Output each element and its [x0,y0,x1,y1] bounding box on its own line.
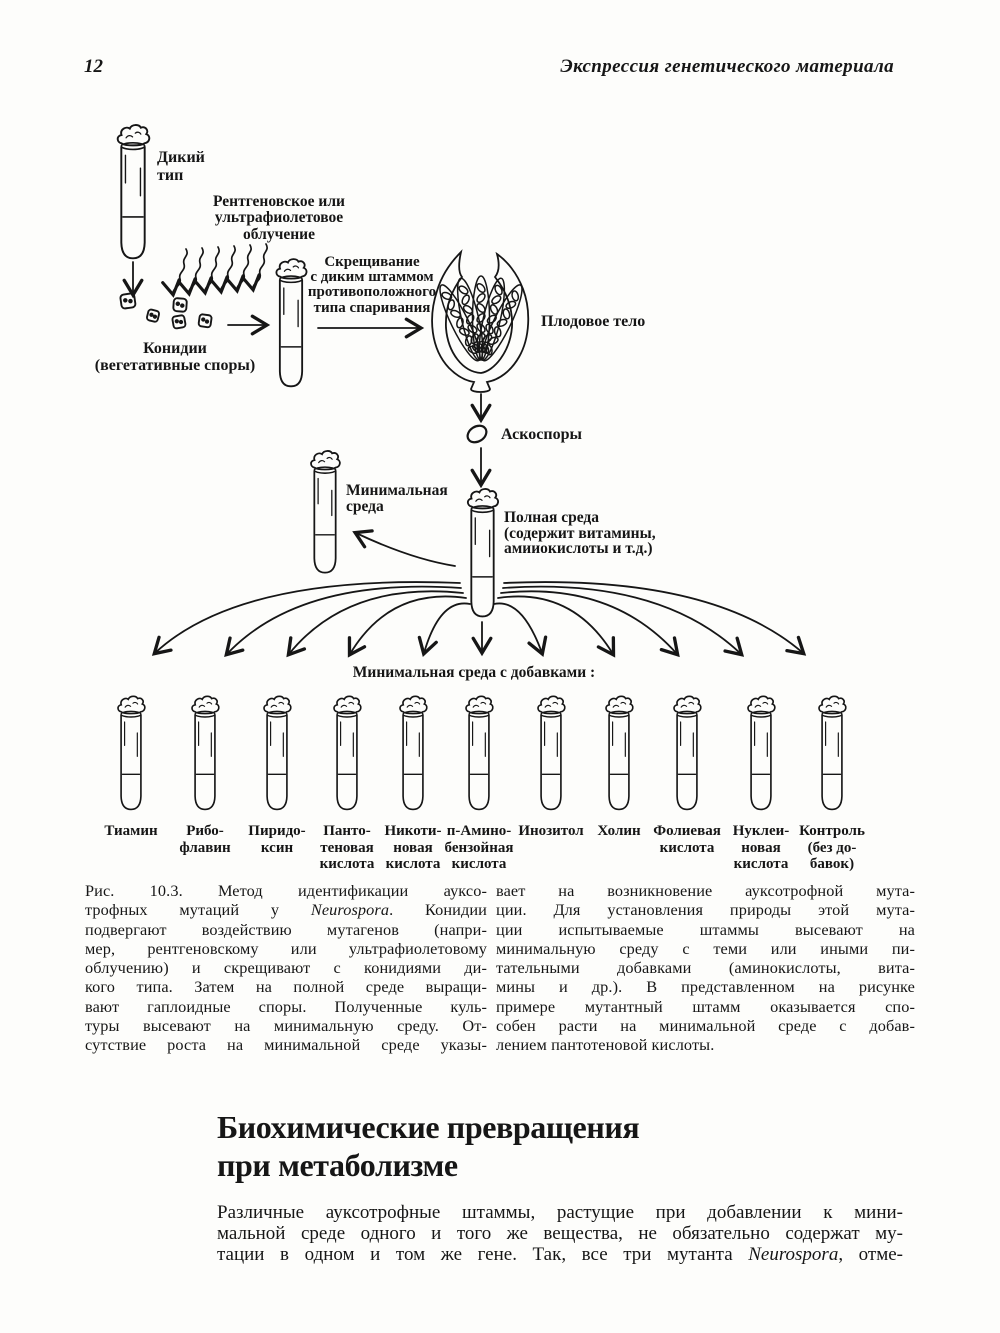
text-line: вает на возникновение ауксотрофной мута- [496,881,915,900]
complete-medium-tube [466,488,500,618]
fan-arrows [151,581,807,658]
label-irradiation: Рентгеновское или ультрафиолетовое облуч… [213,193,345,243]
minimal-medium-tube [310,450,341,574]
tube-label: п-Амино- бензойная кислота [444,823,514,872]
page-number: 12 [84,56,103,77]
tube-label: Нуклеи- новая кислота [732,823,790,872]
body-paragraph: Различные ауксотрофные штаммы, растущие … [217,1202,903,1265]
text-line: кого типа. Затем на полной среде выращи- [85,977,487,997]
label-complete-medium: Полная среда (содержит витамины, амииоки… [504,509,656,557]
text-line: минимальную среду с теми или иными пи- [496,938,915,958]
text-line: облучению) и скрещивают с конидиями ди- [85,958,487,978]
label-crossing: Скрещивание с диким штаммом противополож… [307,254,437,316]
text-line: мальной среде одного и того же вещества,… [217,1223,903,1244]
text-line: сутствие роста на минимальной среде указ… [85,1035,487,1055]
running-title: Экспрессия генетического материала [560,56,894,77]
tube-label: Холин [597,823,641,839]
text-line: собен расти на минимальной среде с добав… [496,1016,915,1036]
tube-label: Панто- теновая кислота [319,823,375,872]
caption-left: Рис. 10.3. Метод идентификации ауксо-тро… [85,881,487,1055]
conidia-icon [119,292,213,330]
label-ascospores: Аскоспоры [501,426,582,443]
tube-label: Фолиевая кислота [653,823,721,856]
tube-label: Инозитол [518,823,584,839]
supplement-tubes [117,695,847,811]
text-line: примере мутантный штамм оказывается спо- [496,996,915,1016]
text-line: ции. Для установления природы этой мута- [496,900,915,920]
text-line: ции испытываемые штаммы высевают на [496,919,915,939]
text-line: Различные ауксотрофные штаммы, растущие … [217,1202,903,1223]
text-line: мер, рентгеновскому или ультрафиолетовом… [85,938,487,958]
tube-label: Рибо- флавин [179,823,231,856]
section-heading: Биохимические превращения при метаболизм… [217,1109,640,1183]
irradiation-rays-icon [161,243,268,298]
label-supplemented-media: Минимальная среда с добавками : [352,664,596,681]
tube-label: Тиамин [104,823,158,839]
tube-label: Пиридо- ксин [248,823,306,856]
text-line: тации в одном и том же гене. Так, все тр… [217,1244,904,1265]
label-conidia: Конидии (вегетативные споры) [94,340,256,374]
label-wild-type: Дикий тип [157,149,205,184]
text-line: туры высевают на минимальную среду. От- [85,1016,487,1036]
tube-label: Контроль (без до- бавок) [799,823,865,872]
label-fruiting-body: Плодовое тело [541,313,646,330]
ascospore-icon [466,424,488,444]
label-minimal-medium: Минимальная среда [346,482,448,515]
fruiting-body-icon [431,249,530,393]
text-line: подвергают воздействию мутагенов (напри- [85,919,487,939]
text-line: трофных мутаций у Neurospora. Конидии [85,900,487,920]
text-line: лением пантотеновой кислоты. [496,1035,715,1055]
text-line: вают гаплоидные споры. Полученные куль- [85,996,487,1016]
caption-right: вает на возникновение ауксотрофной мута-… [496,881,915,1055]
text-line: мины и др.). В представленном на рисунке [496,977,915,997]
wild-type-tube [116,124,151,260]
text-line: тательными добавками (аминокислоты, вита… [496,958,915,978]
tube-label: Никоти- новая кислота [384,823,442,872]
text-line: Рис. 10.3. Метод идентификации ауксо- [85,881,487,900]
